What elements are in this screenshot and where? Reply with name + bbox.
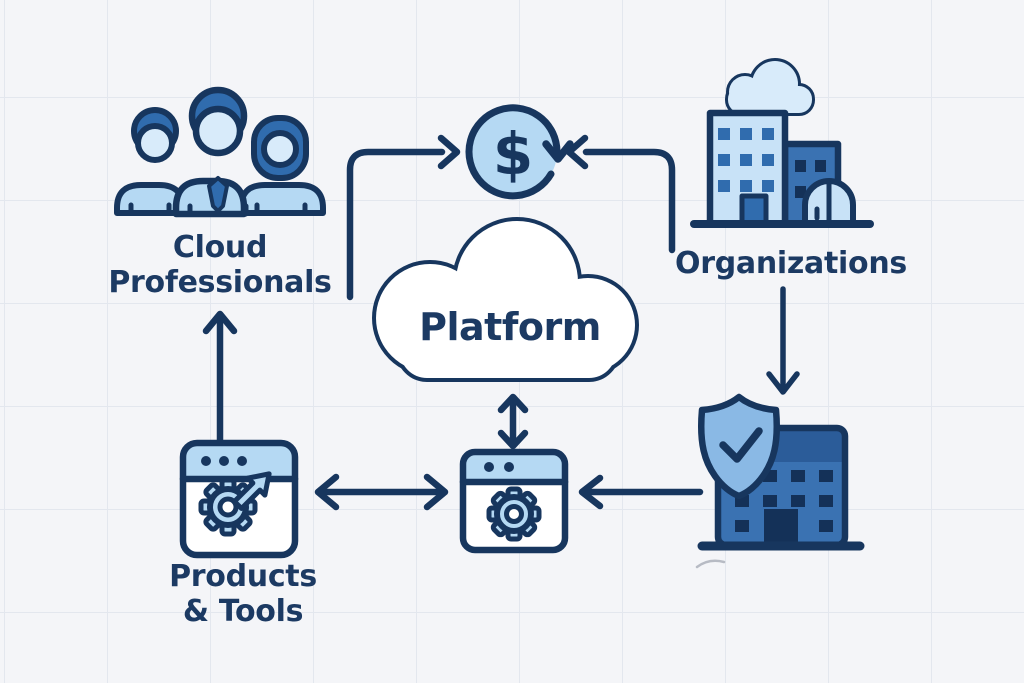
products-tools-label-line1: Products — [169, 559, 317, 594]
person-left-face — [135, 123, 175, 163]
left-building-windows — [718, 128, 774, 192]
secured-building-door — [764, 509, 798, 545]
person-right-body — [238, 182, 326, 216]
arrow-products-to-professionals — [202, 310, 238, 447]
products-tools-label-line2: & Tools — [182, 594, 304, 629]
stray-mark — [695, 559, 726, 569]
left-building-door — [739, 193, 769, 226]
platform-label: Platform — [385, 305, 635, 349]
dollar-glyph: $ — [493, 120, 533, 188]
cloud-outline-icon — [372, 217, 639, 382]
dome — [802, 178, 856, 226]
arrow-products-app-two-way — [314, 473, 449, 511]
arrow-organizations-to-payment — [565, 134, 676, 254]
cloud-professionals-label-line2: Professionals — [108, 265, 332, 300]
arrow-secured-to-app — [578, 474, 704, 510]
person-center-face — [192, 105, 244, 157]
cycle-arrowhead — [542, 140, 574, 163]
small-cloud-icon — [725, 58, 815, 116]
arrow-platform-app-two-way — [497, 393, 529, 450]
shield-check-icon — [698, 393, 780, 500]
arrow-organizations-to-secured — [766, 286, 800, 395]
gear-icon — [486, 486, 542, 542]
people-icon — [114, 86, 326, 218]
coin-circle — [469, 108, 557, 196]
titlebar-dot — [504, 462, 514, 472]
shield-check-building-icon — [697, 393, 865, 551]
titlebar-dot — [201, 456, 211, 466]
titlebar-dot — [237, 456, 247, 466]
person-right-face — [261, 130, 299, 168]
buildings-with-cloud-icon — [690, 58, 874, 228]
cloud-professionals-label-line1: Cloud — [172, 230, 268, 265]
dollar-cycle-icon: $ — [465, 104, 574, 200]
cloud-professionals-label: Cloud Professionals — [95, 230, 345, 300]
browser-gear-icon — [459, 448, 569, 554]
titlebar-dot — [219, 456, 229, 466]
organizations-label-text: Organizations — [675, 246, 907, 281]
platform-label-text: Platform — [419, 305, 601, 349]
tie — [207, 176, 229, 213]
growth-arrow-icon — [231, 471, 272, 512]
arrow-professionals-to-payment — [346, 134, 461, 301]
products-tools-label: Products & Tools — [118, 559, 368, 629]
secured-building-windows — [735, 470, 833, 532]
titlebar-dot — [484, 462, 494, 472]
cycle-arc — [465, 104, 561, 200]
browser-gear-arrow-icon — [179, 439, 299, 559]
organizations-label: Organizations — [666, 246, 916, 281]
